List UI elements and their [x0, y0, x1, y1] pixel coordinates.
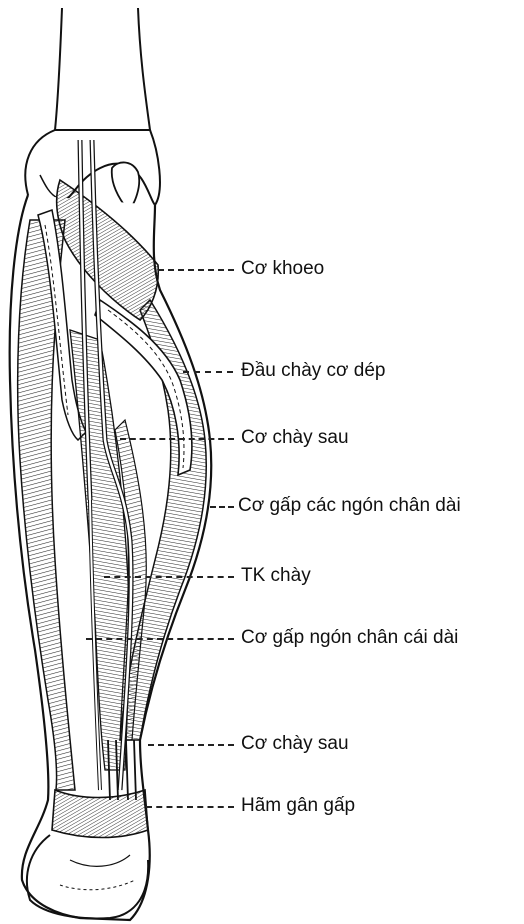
label-fdl: Cơ gấp các ngón chân dài [238, 496, 461, 516]
leader-fdl [210, 506, 234, 508]
leader-tibial-nerve [104, 576, 234, 578]
leader-popliteus [158, 269, 234, 271]
leader-tibialis-posterior-2 [148, 744, 234, 746]
label-tibial-nerve: TK chày [241, 566, 311, 586]
flexor-retinaculum-band [52, 790, 148, 838]
leader-fhl [86, 638, 234, 640]
leader-flexor-retinaculum [146, 806, 234, 808]
label-popliteus: Cơ khoeo [241, 259, 324, 279]
label-fhl: Cơ gấp ngón chân cái dài [241, 628, 458, 648]
leader-soleus-tibial-head [183, 371, 233, 373]
leader-tibialis-posterior-1 [120, 438, 234, 440]
femur-shaft [55, 8, 150, 130]
label-tibialis-posterior-2: Cơ chày sau [241, 734, 349, 754]
label-soleus-tibial-head: Đầu chày cơ dép [241, 361, 386, 381]
label-tibialis-posterior-1: Cơ chày sau [241, 428, 349, 448]
label-flexor-retinaculum: Hãm gân gấp [241, 796, 355, 816]
